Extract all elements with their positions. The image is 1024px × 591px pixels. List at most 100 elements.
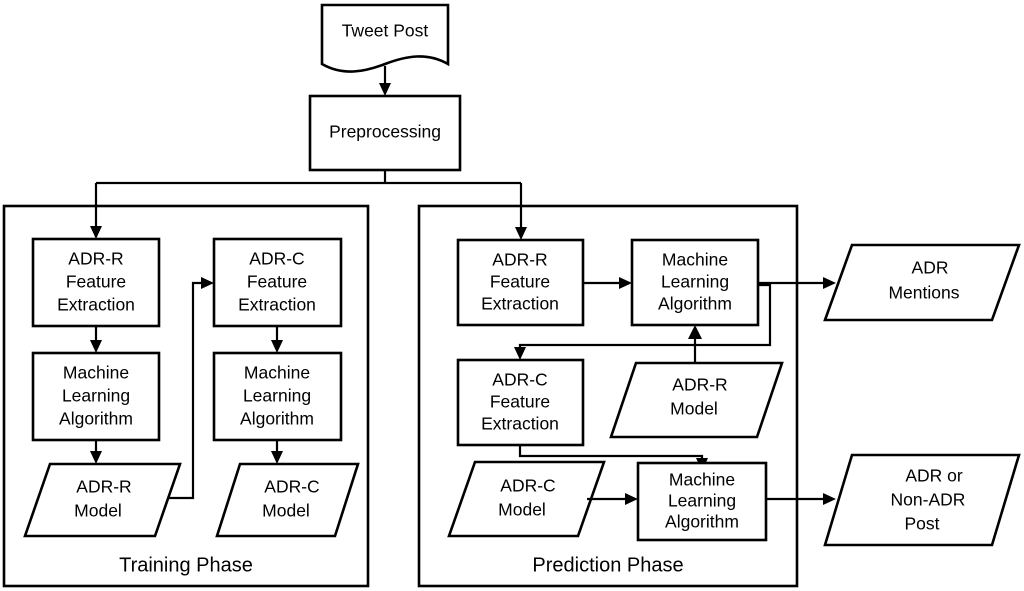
- edge-training-adrc-fe-to-ml: [271, 326, 283, 353]
- prediction-phase-label: Prediction Phase: [532, 554, 683, 576]
- adr-mentions-parallelogram: [823, 243, 1021, 322]
- edge-preprocessing-split: [90, 170, 527, 240]
- node-prediction-adr-r-model: ADR-R Model: [609, 361, 784, 439]
- pred-adr-r-fe-line3: Extraction: [481, 294, 559, 314]
- pred-adr-c-fe-line3: Extraction: [481, 414, 559, 434]
- node-output-adr-mentions: ADR Mentions: [823, 243, 1021, 322]
- arrowhead-icon: [625, 493, 638, 505]
- adr-r-feature-extraction-line2: Feature: [66, 272, 126, 292]
- pred-ml-top-line2: Learning: [661, 272, 729, 292]
- arrowhead-icon: [515, 227, 527, 240]
- pred-ml-bottom-box: [636, 461, 768, 542]
- node-training-adr-r-model: ADR-R Model: [23, 462, 182, 538]
- adr-c-model-line1: ADR-C: [264, 477, 319, 497]
- adr-c-ml-line2: Learning: [243, 386, 311, 406]
- node-output-adr-or-non-adr-post: ADR or Non-ADR Post: [823, 453, 1021, 547]
- edge-line: [518, 445, 704, 463]
- preprocessing-box: [308, 94, 462, 172]
- training-phase-label: Training Phase: [119, 554, 253, 576]
- arrowhead-icon: [823, 493, 836, 505]
- edge-pred-adrr-fe-to-ml-top: [583, 277, 632, 289]
- node-prediction-ml-bottom: Machine Learning Algorithm: [636, 461, 768, 542]
- adr-r-ml-line3: Algorithm: [59, 409, 133, 429]
- adr-r-model-parallelogram: [23, 462, 182, 538]
- node-prediction-adr-c-feature-extraction: ADR-C Feature Extraction: [456, 358, 585, 447]
- arrowhead-icon: [90, 340, 102, 353]
- edge-training-adrr-fe-to-ml: [90, 326, 102, 353]
- adr-post-line2: Non-ADR: [891, 490, 966, 510]
- edge-training-adrc-ml-to-model: [271, 440, 283, 464]
- container-training-phase: Training Phase: [2, 204, 370, 588]
- pred-ml-top-line1: Machine: [662, 250, 728, 270]
- edge-pred-ml-top-to-adrc-fe: [514, 283, 772, 360]
- node-prediction-adr-r-feature-extraction: ADR-R Feature Extraction: [456, 238, 585, 327]
- container-prediction-phase: Prediction Phase: [417, 204, 799, 588]
- arrowhead-icon: [201, 277, 214, 289]
- edge-pred-ml-top-to-adr-mentions: [758, 277, 836, 289]
- edge-pred-adrr-model-to-ml-top: [688, 325, 702, 363]
- arrowhead-icon: [379, 83, 391, 96]
- adr-mentions-line2: Mentions: [888, 283, 959, 303]
- pred-adr-r-fe-line1: ADR-R: [492, 250, 547, 270]
- arrowhead-icon: [514, 347, 526, 360]
- pred-adr-c-feature-extraction-box: [456, 358, 585, 447]
- adr-c-feature-extraction-line1: ADR-C: [249, 249, 304, 269]
- arrowhead-icon: [823, 277, 836, 289]
- node-training-adr-r-ml-algorithm: Machine Learning Algorithm: [31, 351, 161, 442]
- pred-adr-c-model-line1: ADR-C: [500, 476, 555, 496]
- pred-ml-bottom-line3: Algorithm: [665, 512, 739, 532]
- node-tweet-post: Tweet Post: [320, 3, 450, 73]
- pred-ml-bottom-line1: Machine: [669, 470, 735, 490]
- adr-r-feature-extraction-line1: ADR-R: [68, 249, 123, 269]
- adr-mentions-line1: ADR: [912, 258, 949, 278]
- node-training-adr-r-feature-extraction: ADR-R Feature Extraction: [31, 237, 161, 328]
- adr-r-ml-line2: Learning: [62, 386, 130, 406]
- adr-c-ml-line3: Algorithm: [240, 409, 314, 429]
- preprocessing-label: Preprocessing: [329, 122, 441, 142]
- adr-post-line1: ADR or: [905, 466, 963, 486]
- arrowhead-icon: [90, 451, 102, 464]
- adr-r-model-line2: Model: [74, 501, 122, 521]
- adr-r-feature-extraction-line3: Extraction: [57, 295, 135, 315]
- adr-or-non-adr-post-parallelogram: [823, 453, 1021, 547]
- adr-post-line3: Post: [904, 514, 939, 534]
- pred-adr-c-fe-line2: Feature: [490, 392, 550, 412]
- node-training-adr-c-feature-extraction: ADR-C Feature Extraction: [212, 237, 343, 328]
- pred-adr-c-model-line2: Model: [498, 500, 546, 520]
- pred-adr-r-model-parallelogram: [609, 361, 784, 439]
- edge-line: [168, 281, 206, 500]
- node-training-adr-c-model: ADR-C Model: [215, 462, 360, 538]
- arrowhead-icon: [271, 340, 283, 353]
- tweet-post-document-shape: [320, 3, 450, 73]
- adr-r-feature-extraction-box: [31, 237, 161, 328]
- edge-pred-adrc-model-to-ml-bottom: [587, 493, 638, 505]
- adr-c-model-line2: Model: [262, 501, 310, 521]
- pred-adr-c-fe-line1: ADR-C: [492, 370, 547, 390]
- arrowhead-icon: [688, 325, 702, 339]
- edge-training-adrr-model-to-adrc-fe: [168, 277, 214, 500]
- node-training-adr-c-ml-algorithm: Machine Learning Algorithm: [212, 351, 343, 442]
- adr-c-feature-extraction-line2: Feature: [247, 272, 307, 292]
- adr-c-ml-algorithm-box: [212, 351, 343, 442]
- training-phase-border: [2, 204, 370, 588]
- pred-adr-r-model-line1: ADR-R: [672, 375, 727, 395]
- edge-tweetpost-to-preprocessing: [379, 66, 391, 96]
- adr-c-feature-extraction-line3: Extraction: [238, 295, 316, 315]
- arrowhead-icon: [90, 226, 102, 239]
- edge-pred-ml-bottom-to-post-output: [766, 493, 836, 505]
- adr-r-model-line1: ADR-R: [76, 477, 131, 497]
- pred-adr-r-model-line2: Model: [670, 399, 718, 419]
- arrowhead-icon: [271, 451, 283, 464]
- adr-c-ml-line1: Machine: [244, 363, 310, 383]
- node-preprocessing: Preprocessing: [308, 94, 462, 172]
- arrowhead-icon: [619, 277, 632, 289]
- prediction-phase-border: [417, 204, 799, 588]
- pred-adr-r-fe-line2: Feature: [490, 272, 550, 292]
- adr-r-ml-line1: Machine: [63, 363, 129, 383]
- adr-c-model-parallelogram: [215, 462, 360, 538]
- node-prediction-ml-top: Machine Learning Algorithm: [630, 238, 760, 327]
- pred-adr-c-model-parallelogram: [447, 460, 606, 538]
- edge-training-adrr-ml-to-model: [90, 440, 102, 464]
